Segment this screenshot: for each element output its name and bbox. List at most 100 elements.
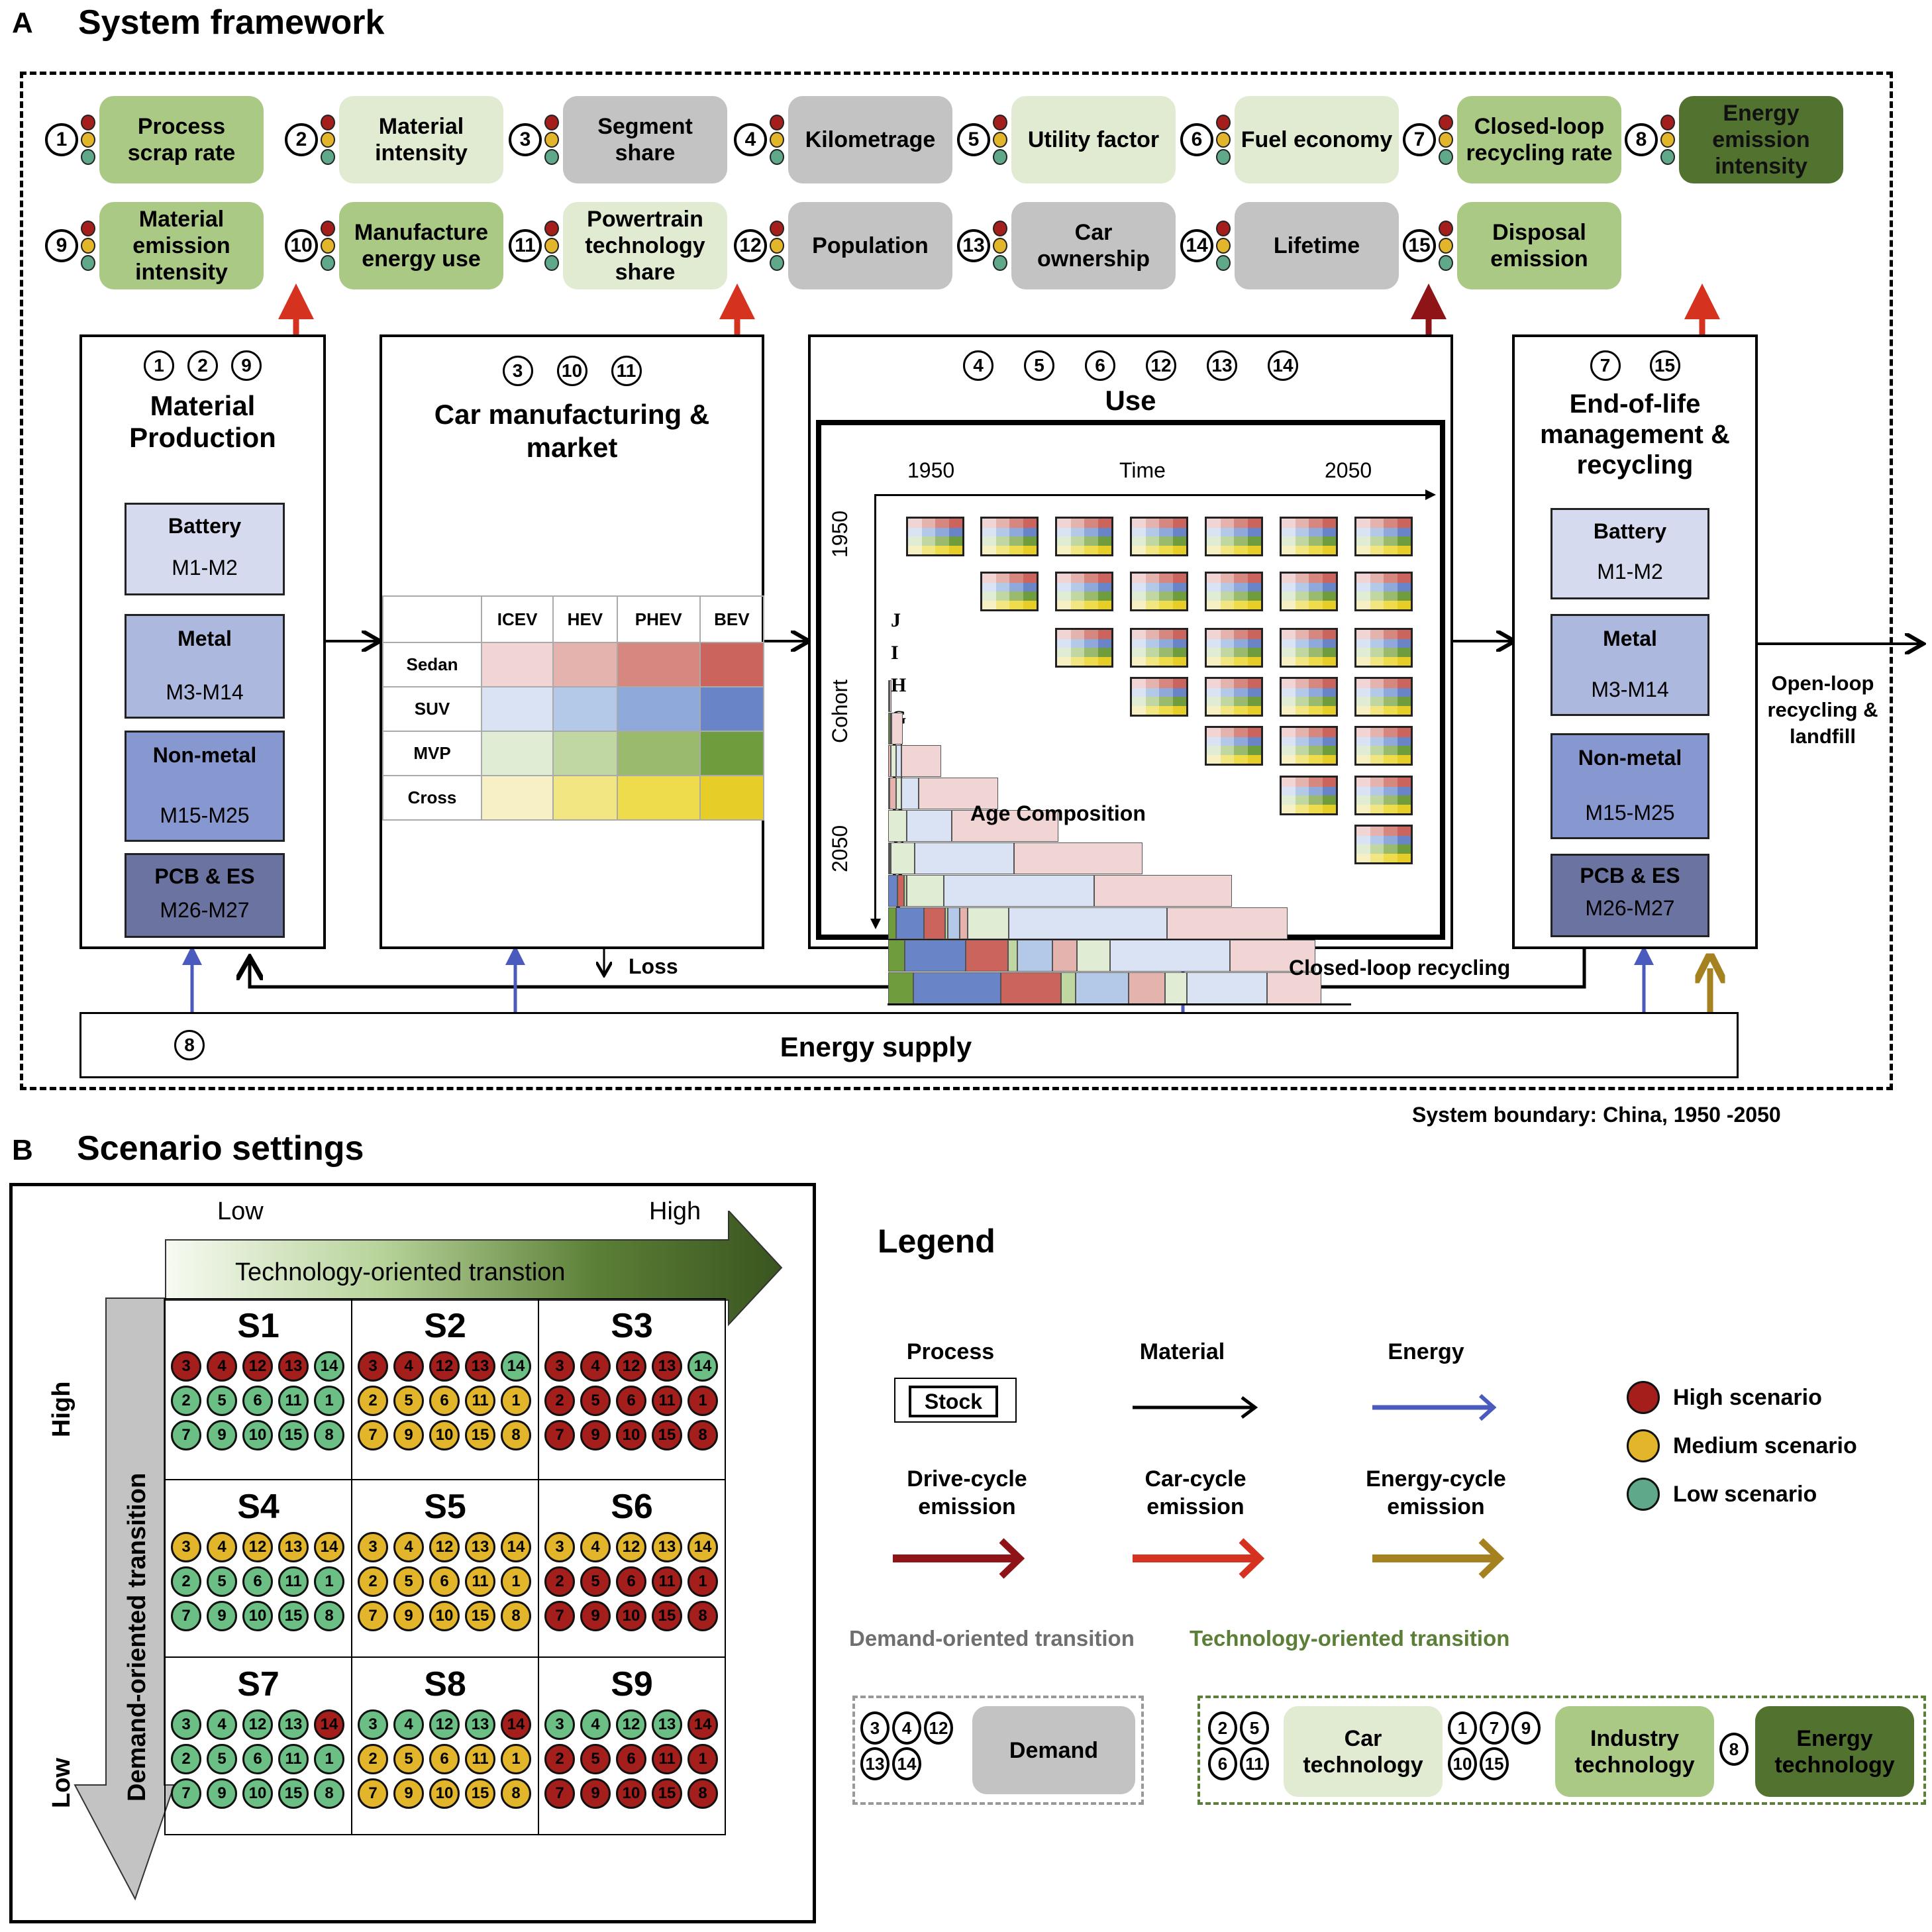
scenario-level-dot: 9 bbox=[580, 1778, 611, 1809]
scenario-level-dot: 12 bbox=[242, 1351, 273, 1382]
col-header: ICEV bbox=[480, 595, 554, 643]
scenario-level-dot: 13 bbox=[652, 1532, 682, 1562]
age-composition-segment bbox=[1077, 940, 1110, 972]
parameter-number: 4 bbox=[734, 123, 767, 156]
market-share-snapshot bbox=[1354, 517, 1413, 556]
age-composition-segment bbox=[924, 907, 945, 939]
scenario-name: S6 bbox=[611, 1488, 653, 1526]
end-of-life-title: End-of-life management & recycling bbox=[1540, 389, 1730, 480]
scenario-level-dot: 6 bbox=[616, 1386, 646, 1416]
scenario-level-dot: 14 bbox=[501, 1351, 531, 1382]
legend-industry-tech-box: Industry technology bbox=[1555, 1706, 1714, 1797]
scenario-level-dot: 1 bbox=[687, 1566, 718, 1597]
scenario-name: S9 bbox=[611, 1665, 653, 1703]
traffic-light-icon bbox=[993, 220, 1007, 272]
age-composition-segment bbox=[888, 875, 897, 907]
age-composition-segment bbox=[1001, 972, 1061, 1004]
param-ref: 2 bbox=[1208, 1711, 1237, 1745]
market-share-snapshot bbox=[1205, 677, 1263, 717]
parameter-number: 3 bbox=[509, 123, 542, 156]
param-ref: 15 bbox=[1649, 350, 1680, 381]
panel-b-letter: B bbox=[12, 1134, 33, 1166]
scenario-level-dot: 8 bbox=[501, 1601, 531, 1631]
param-ref: 13 bbox=[860, 1747, 890, 1780]
market-share-snapshot bbox=[1280, 677, 1338, 717]
cohort-letter: I bbox=[891, 642, 899, 664]
scenario-level-dot: 9 bbox=[393, 1778, 424, 1809]
loss-label: Loss bbox=[629, 954, 678, 978]
age-composition-segment bbox=[905, 940, 966, 972]
scenario-level-dot: 9 bbox=[207, 1420, 237, 1450]
open-loop-label: Open-loop recycling & landfill bbox=[1767, 672, 1878, 748]
param-ref: 11 bbox=[611, 356, 642, 386]
scenario-level-dot: 13 bbox=[278, 1709, 309, 1740]
scenario-level-dot: 2 bbox=[544, 1744, 575, 1774]
param-ref: 10 bbox=[1448, 1747, 1477, 1780]
scenario-level-dot: 12 bbox=[616, 1709, 646, 1740]
age-composition-segment bbox=[913, 972, 1001, 1004]
legend-title: Legend bbox=[878, 1223, 995, 1260]
legend-stock-box: Stock bbox=[909, 1386, 998, 1417]
param-ref: 4 bbox=[963, 350, 993, 381]
scenario-level-dot: 7 bbox=[544, 1420, 575, 1450]
legend-drive-cycle-arrow bbox=[893, 1538, 1025, 1579]
medium-scenario-dot-icon bbox=[1627, 1429, 1660, 1462]
panel-a-letter: A bbox=[12, 7, 33, 39]
parameter-number: 9 bbox=[45, 229, 78, 262]
scenario-level-dot: 4 bbox=[580, 1532, 611, 1562]
scenario-level-dot: 11 bbox=[652, 1386, 682, 1416]
parameter-label: Disposal emission bbox=[1457, 202, 1621, 289]
param-ref: 5 bbox=[1024, 350, 1054, 381]
traffic-light-icon bbox=[770, 114, 784, 166]
legend-tech-group-label: Technology-oriented transition bbox=[1190, 1626, 1510, 1651]
scenario-level-dot: 14 bbox=[687, 1532, 718, 1562]
age-composition-segment bbox=[896, 745, 901, 777]
cohort-label: Cohort bbox=[828, 679, 852, 743]
age-composition-segment bbox=[888, 810, 907, 842]
scenario-name: S1 bbox=[237, 1307, 280, 1345]
age-composition-segment bbox=[1110, 940, 1230, 972]
closed-loop-label: Closed-loop recycling bbox=[1289, 956, 1511, 980]
scenario-level-dot: 13 bbox=[465, 1709, 495, 1740]
scenario-level-dot: 4 bbox=[207, 1709, 237, 1740]
market-share-snapshot bbox=[1354, 776, 1413, 815]
parameter-label: Lifetime bbox=[1235, 202, 1399, 289]
legend-demand-box: Demand bbox=[972, 1706, 1135, 1794]
tech-axis-low: Low bbox=[217, 1197, 264, 1225]
parameter-label: Powertrain technology share bbox=[563, 202, 727, 289]
param-ref: 6 bbox=[1208, 1747, 1237, 1780]
scenario-level-dot: 4 bbox=[580, 1351, 611, 1382]
age-composition-segment bbox=[897, 875, 904, 907]
scenario-level-dot: 4 bbox=[207, 1351, 237, 1382]
traffic-light-icon bbox=[81, 220, 95, 272]
scenario-level-dot: 14 bbox=[314, 1709, 344, 1740]
scenario-level-dot: 11 bbox=[278, 1566, 309, 1597]
low-scenario-dot-icon bbox=[1627, 1478, 1660, 1511]
param-ref: 14 bbox=[892, 1747, 921, 1780]
scenario-level-dot: 15 bbox=[465, 1778, 495, 1809]
parameter-label: Segment share bbox=[563, 96, 727, 183]
age-composition-segment bbox=[945, 907, 948, 939]
scenario-level-dot: 7 bbox=[358, 1601, 388, 1631]
age-composition-segment bbox=[904, 875, 907, 907]
param-ref: 4 bbox=[892, 1711, 921, 1745]
param-ref: 6 bbox=[1085, 350, 1115, 381]
scenario-name: S5 bbox=[424, 1488, 466, 1526]
energy-supply-title: Energy supply bbox=[780, 1031, 972, 1062]
time-axis bbox=[874, 494, 1431, 496]
age-composition-segment bbox=[896, 907, 924, 939]
